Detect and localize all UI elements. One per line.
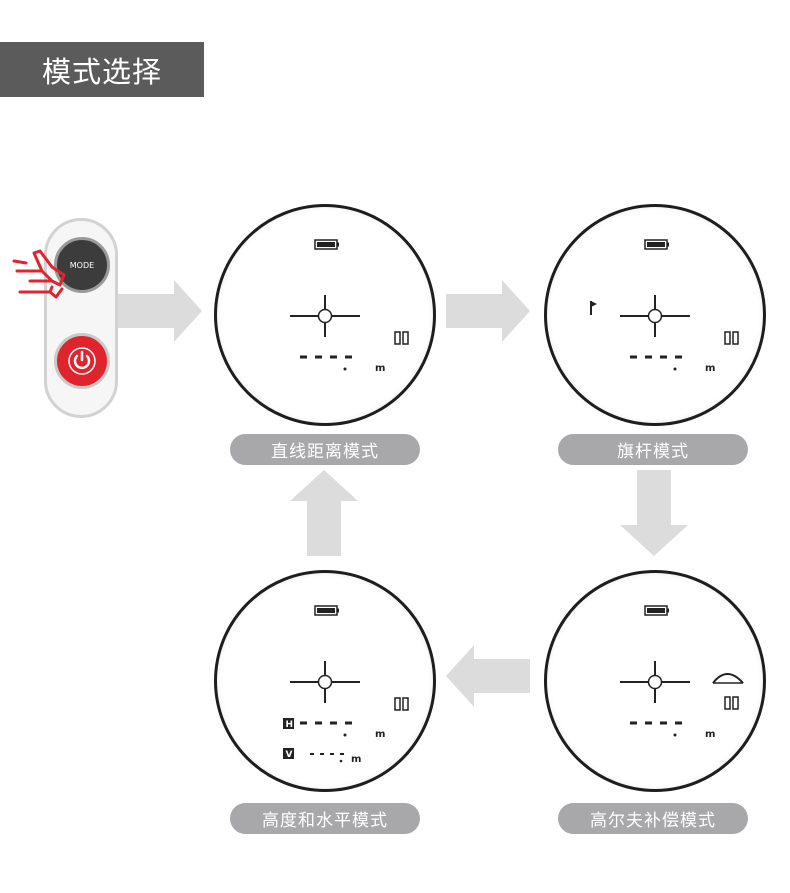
flag-icon [590, 301, 597, 315]
crosshair-icon [620, 661, 690, 703]
distance-dashes [300, 355, 352, 371]
crosshair-icon [620, 295, 690, 337]
vertical-dashes [310, 753, 344, 763]
slope-arc-icon [712, 673, 744, 684]
arrow-left [446, 645, 530, 707]
height-tag-label: H [286, 720, 294, 730]
hand-press-icon [12, 249, 66, 299]
display-straight-distance: m [214, 204, 436, 426]
mode-label-text: 高尔夫补偿模式 [590, 811, 716, 831]
page-title-text: 模式选择 [41, 54, 162, 89]
unit-label: m [705, 363, 715, 374]
battery-icon [644, 239, 669, 250]
crosshair-icon [290, 295, 360, 337]
mode-label-text: 旗杆模式 [617, 442, 689, 462]
battery-icon [314, 239, 339, 250]
unit-label: m [375, 363, 385, 374]
display-height-horizontal: H m V m [214, 570, 436, 792]
mode-button-label: MODE [69, 260, 95, 270]
vertical-tag: V [283, 748, 294, 760]
laser-indicator-icon [394, 331, 409, 345]
mode-button[interactable]: MODE [54, 237, 110, 293]
display-content: H m V m [283, 605, 409, 765]
mode-label-golf-compensation: 高尔夫补偿模式 [558, 803, 748, 834]
mode-label-flag: 旗杆模式 [558, 434, 748, 465]
mode-label-text: 高度和水平模式 [262, 811, 388, 831]
rangefinder-device: MODE [44, 218, 118, 418]
height-dashes [300, 721, 352, 737]
battery-icon [314, 605, 339, 616]
display-golf-compensation: m [544, 570, 766, 792]
distance-dashes [630, 721, 682, 737]
arrow-right-2 [446, 280, 530, 342]
vertical-tag-label: V [286, 750, 293, 760]
mode-label-text: 直线距离模式 [271, 442, 379, 462]
battery-icon [644, 605, 669, 616]
mode-label-straight-distance: 直线距离模式 [230, 434, 420, 465]
arrow-up [290, 470, 358, 556]
mode-label-height-horizontal: 高度和水平模式 [230, 803, 420, 834]
unit-label: m [375, 729, 385, 740]
arrow-right-1 [118, 280, 202, 342]
power-button[interactable] [54, 333, 110, 389]
arrow-down [620, 470, 688, 556]
page-title: 模式选择 [0, 42, 204, 97]
laser-indicator-icon [394, 697, 409, 711]
unit-label-2: m [351, 754, 361, 765]
unit-label: m [705, 729, 715, 740]
height-tag: H [283, 718, 294, 730]
laser-indicator-icon [724, 331, 739, 345]
laser-indicator-icon [724, 696, 739, 710]
display-flag: m [544, 204, 766, 426]
display-content: m [590, 239, 739, 374]
display-content: m [290, 239, 409, 374]
power-icon [68, 347, 96, 375]
distance-dashes [630, 355, 682, 371]
display-content: m [620, 605, 744, 740]
crosshair-icon [290, 661, 360, 703]
